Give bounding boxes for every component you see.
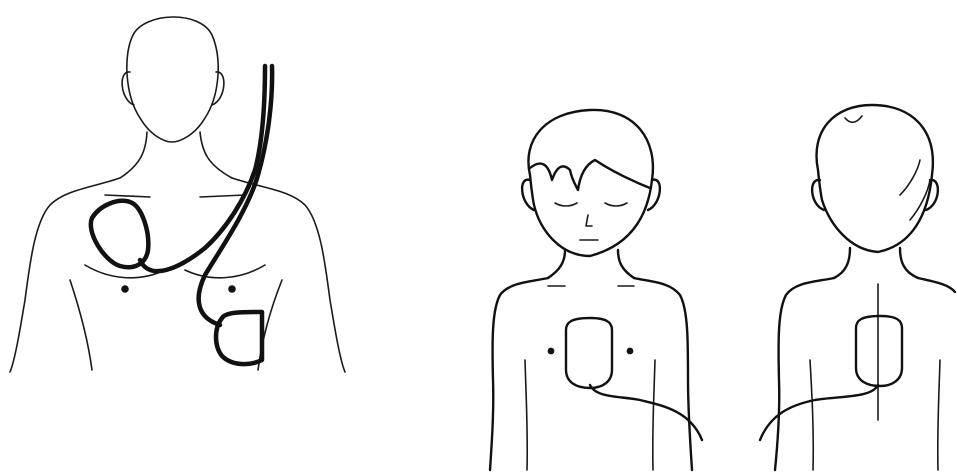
center-back-pad xyxy=(856,316,902,386)
adult-collarbone-left xyxy=(105,195,150,197)
child-front-figure xyxy=(490,110,702,470)
child-front-pad-cable xyxy=(590,385,702,440)
child-front-shoulder-left xyxy=(490,278,548,470)
child-front-torso-right xyxy=(653,360,655,470)
upper-right-chest-pad xyxy=(91,201,148,267)
child-front-neck-right xyxy=(618,250,634,278)
child-front-nose xyxy=(586,215,592,226)
child-back-neck-right xyxy=(900,248,918,278)
child-back-figure xyxy=(760,105,955,470)
child-front-nipple-right xyxy=(627,348,634,355)
child-back-hair-swirl xyxy=(845,116,862,122)
child-back-torso-left xyxy=(810,360,813,470)
adult-neck-right xyxy=(200,132,232,178)
child-front-eye-right xyxy=(605,203,627,206)
adult-nipple-left xyxy=(121,285,129,293)
child-back-neck-left xyxy=(834,248,850,278)
adult-head xyxy=(127,17,218,142)
pad-cable-1 xyxy=(140,66,265,271)
child-back-shoulder-right xyxy=(918,278,955,292)
child-front-head xyxy=(528,110,653,256)
adult-right-shoulder-arm xyxy=(232,178,345,372)
child-front-torso-left xyxy=(525,360,527,470)
adult-collarbone-right xyxy=(200,195,245,197)
child-front-eye-left xyxy=(555,203,577,206)
child-back-head xyxy=(817,105,933,252)
lower-left-side-pad xyxy=(216,312,262,364)
adult-left-torso xyxy=(70,280,92,370)
adult-front-figure xyxy=(10,17,345,372)
child-front-nipple-left xyxy=(548,348,555,355)
child-back-torso-right xyxy=(938,360,940,470)
adult-nipple-right xyxy=(228,285,236,293)
child-front-shoulder-right xyxy=(634,278,692,470)
child-front-neck-left xyxy=(548,250,565,278)
child-back-shoulder-left xyxy=(775,278,834,470)
adult-neck-left xyxy=(120,132,147,178)
child-front-hair xyxy=(530,160,650,190)
center-chest-pad xyxy=(566,318,612,388)
child-back-hair-line1 xyxy=(900,160,920,195)
adult-pec-right xyxy=(185,265,265,278)
